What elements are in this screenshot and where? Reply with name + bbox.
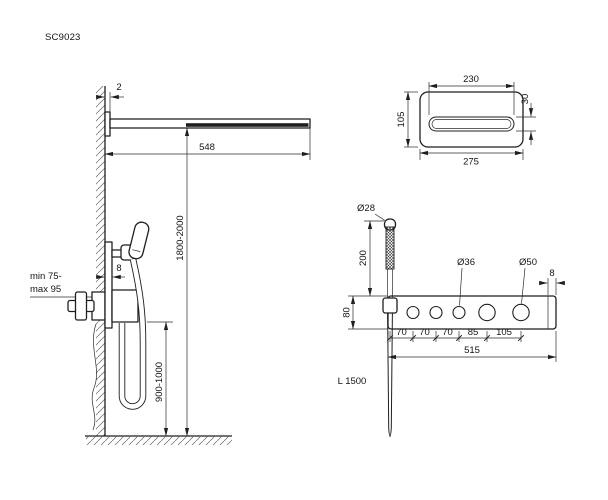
exposed-length-label: 200 xyxy=(358,250,369,266)
large-knob-diameter-label: Ø50 xyxy=(519,257,537,268)
handshower-grip xyxy=(385,226,395,270)
tick xyxy=(432,334,440,342)
clearance-min-label: min 75- xyxy=(30,271,62,282)
floor-hatching xyxy=(86,436,232,445)
dim-knob-spacings: 70 70 70 85 105 xyxy=(386,327,525,342)
handshower-neck xyxy=(387,269,393,298)
valve-height-label: 900-1000 xyxy=(154,362,165,402)
spacing-label-1: 70 xyxy=(396,327,407,338)
tick xyxy=(409,334,417,342)
panel-length-label: 515 xyxy=(464,345,480,356)
dim-holder-plate-thickness: 8 xyxy=(96,263,125,280)
spacing-label-4: 85 xyxy=(468,327,479,338)
handshower-head xyxy=(128,221,150,260)
spacing-label-2: 70 xyxy=(419,327,430,338)
panel-height-label: 80 xyxy=(342,307,353,318)
dim-install-depth: min 75- max 95 xyxy=(30,271,104,300)
spacing-label-3: 70 xyxy=(442,327,453,338)
dim-large-knob-diameter: Ø50 xyxy=(519,257,537,304)
model-code: SC9023 xyxy=(45,32,81,43)
dim-small-knob-diameter: Ø36 xyxy=(457,257,475,306)
hose-length-label: L 1500 xyxy=(338,376,367,387)
spout-wall-plate xyxy=(104,111,111,137)
slot-height-label: 30 xyxy=(520,94,531,105)
dim-body-width: 275 xyxy=(419,149,524,168)
supply-pipe-wave xyxy=(91,323,97,431)
side-view-drawing: min 75- max 95 2 548 1800-2000 xyxy=(30,82,311,445)
holder-plate-thickness-label: 8 xyxy=(116,263,121,274)
valve-handle-vertical xyxy=(74,291,88,321)
handshower-hose-inner xyxy=(119,258,146,409)
handshower-side xyxy=(128,221,150,260)
dim-panel-length: 515 xyxy=(387,331,557,362)
handshower-detail-line xyxy=(132,249,141,252)
dim-handshower-diameter: Ø28 xyxy=(357,203,386,221)
small-knob-1 xyxy=(406,305,420,320)
small-knob-2 xyxy=(429,305,443,320)
clearance-max-label: max 95 xyxy=(30,284,61,295)
valve-trim xyxy=(111,289,139,323)
top-view-drawing: 230 105 275 30 xyxy=(396,74,536,168)
spacing-label-5: 105 xyxy=(496,327,512,338)
large-knob-2 xyxy=(512,303,530,322)
dim-panel-thickness: 8 xyxy=(539,268,565,295)
install-height-label: 1800-2000 xyxy=(175,215,186,260)
tick xyxy=(455,334,463,342)
slot-width-label: 230 xyxy=(463,74,479,85)
dim-valve-height: 900-1000 xyxy=(147,321,173,437)
body-width-label: 275 xyxy=(463,157,479,168)
small-knob-3 xyxy=(452,305,466,320)
handshower-diameter-label: Ø28 xyxy=(357,203,375,214)
leader-line xyxy=(459,267,463,306)
dim-body-depth: 105 xyxy=(396,91,418,148)
waterfall-slot-outer xyxy=(428,116,515,132)
dim-spout-plate-thickness: 2 xyxy=(96,82,124,112)
large-knob-1 xyxy=(478,303,496,322)
panel-thickness-label: 8 xyxy=(549,268,554,279)
tick xyxy=(483,334,491,342)
dim-exposed-length: 200 xyxy=(348,220,388,297)
waterfall-slot-inner xyxy=(431,119,512,129)
dim-slot-width: 230 xyxy=(428,74,515,115)
tick xyxy=(517,334,525,342)
leader-line xyxy=(374,213,386,221)
wall-hatching xyxy=(96,86,105,436)
dim-install-height: 1800-2000 xyxy=(175,127,190,437)
handshower-bracket xyxy=(382,297,398,314)
dim-panel-height: 80 xyxy=(342,295,388,330)
dim-slot-height: 30 xyxy=(516,94,536,145)
spout-length-label: 548 xyxy=(199,142,215,153)
spout-water-slot xyxy=(186,123,309,127)
dim-spout-length: 548 xyxy=(104,128,311,160)
plate-thickness-label: 2 xyxy=(116,82,121,93)
panel-view-drawing: Ø28 200 80 Ø36 Ø50 xyxy=(338,203,565,437)
leader-line xyxy=(521,267,526,304)
body-depth-label: 105 xyxy=(396,112,407,128)
small-knob-diameter-label: Ø36 xyxy=(457,257,475,268)
mounting-plate xyxy=(104,241,113,329)
